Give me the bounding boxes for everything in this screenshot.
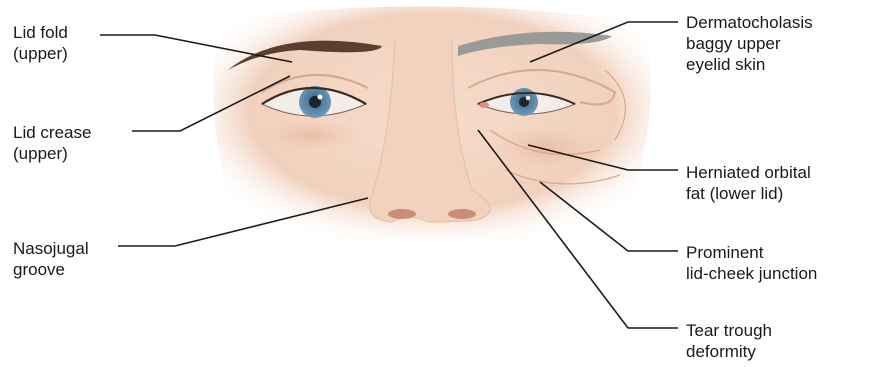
bag-right xyxy=(485,120,605,176)
label-lid-fold: Lid fold(upper) xyxy=(13,22,68,64)
caruncle-right xyxy=(479,102,489,108)
nostril-left xyxy=(388,209,416,219)
nostril-right xyxy=(448,209,476,219)
bag-left xyxy=(255,117,365,153)
label-lid-crease: Lid crease(upper) xyxy=(13,122,91,164)
